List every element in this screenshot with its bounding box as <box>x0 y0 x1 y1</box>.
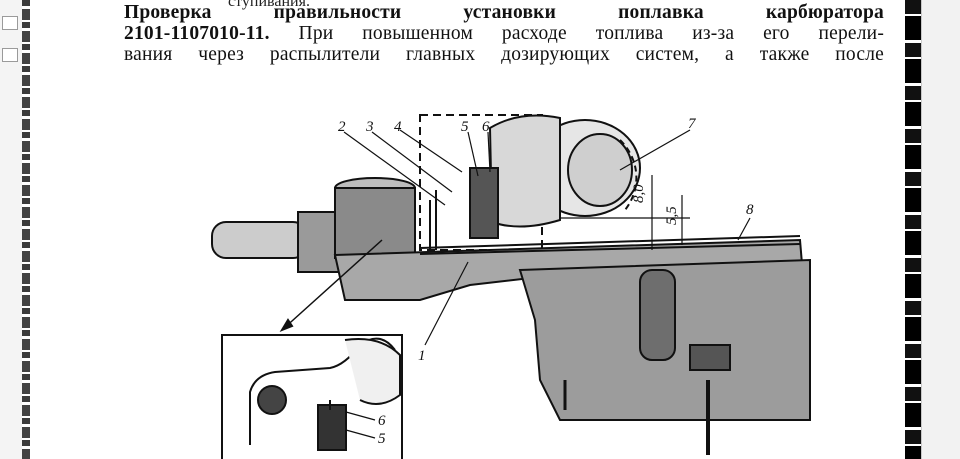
scan-edge-right <box>905 0 921 459</box>
inset-leader-6 <box>345 411 376 421</box>
gasket-line-2 <box>419 243 801 255</box>
callout-1: 1 <box>418 348 426 364</box>
callout-4: 4 <box>394 119 402 135</box>
callout-3: 3 <box>365 119 374 135</box>
dimension-8: 8,0 <box>631 184 647 203</box>
callout-7: 7 <box>688 116 697 132</box>
leader-5 <box>467 131 479 177</box>
leader-1 <box>424 261 469 346</box>
inset-needle <box>317 404 347 451</box>
float-end <box>567 133 633 207</box>
inlet-pipe <box>211 221 308 259</box>
jet-fitting <box>689 344 731 371</box>
leader-4 <box>399 129 463 173</box>
cut-off-line: ступивания. <box>228 0 310 10</box>
toolbar-button-icon[interactable] <box>2 16 18 30</box>
text-line-3: вания через распылители главных дозирующ… <box>124 44 884 65</box>
text-line-2-rest: При повышенном расходе топлива из-за его… <box>298 23 885 44</box>
leader-6 <box>487 131 491 173</box>
gasket-line <box>419 235 801 249</box>
paragraph: Проверка правильности установки поплавка… <box>124 2 884 65</box>
callout-6: 6 <box>482 119 490 135</box>
callout-2: 2 <box>338 119 346 135</box>
inset-lever <box>249 337 396 445</box>
leader-7 <box>619 129 691 171</box>
inset-pivot <box>257 385 287 415</box>
inset-callout-6: 6 <box>378 413 386 429</box>
callout-8: 8 <box>746 202 754 218</box>
right-scrollbar-strip[interactable] <box>921 0 960 459</box>
inset-leader-5 <box>345 429 376 439</box>
inset-callout-5: 5 <box>378 431 386 447</box>
toolbar-button-icon[interactable] <box>2 48 18 62</box>
callout-5: 5 <box>461 119 469 135</box>
scan-edge-left <box>22 0 30 459</box>
float-lever <box>429 190 437 250</box>
inset-arrow <box>281 239 383 331</box>
callouts: 2 3 4 5 6 7 8 1 8,0 5,5 6 5 <box>338 116 754 447</box>
heading-line: Проверка правильности установки поплавка… <box>124 2 884 23</box>
arrow-head <box>279 318 294 333</box>
model-number: 2101-1107010-11. <box>124 23 270 44</box>
leader-8 <box>737 217 751 241</box>
float-cylinder <box>488 114 561 228</box>
text-line-2: 2101-1107010-11. При повышенном расходе … <box>124 23 884 44</box>
filter-housing <box>334 187 416 259</box>
dimension-55: 5,5 <box>664 206 680 225</box>
needle-valve <box>469 167 499 239</box>
leader-3 <box>371 131 453 193</box>
inset-float <box>344 338 401 405</box>
leader-2 <box>343 131 446 206</box>
carburetor-figure: 2 3 4 5 6 7 8 1 8,0 5,5 6 5 <box>211 114 811 459</box>
well-channel <box>639 269 676 361</box>
